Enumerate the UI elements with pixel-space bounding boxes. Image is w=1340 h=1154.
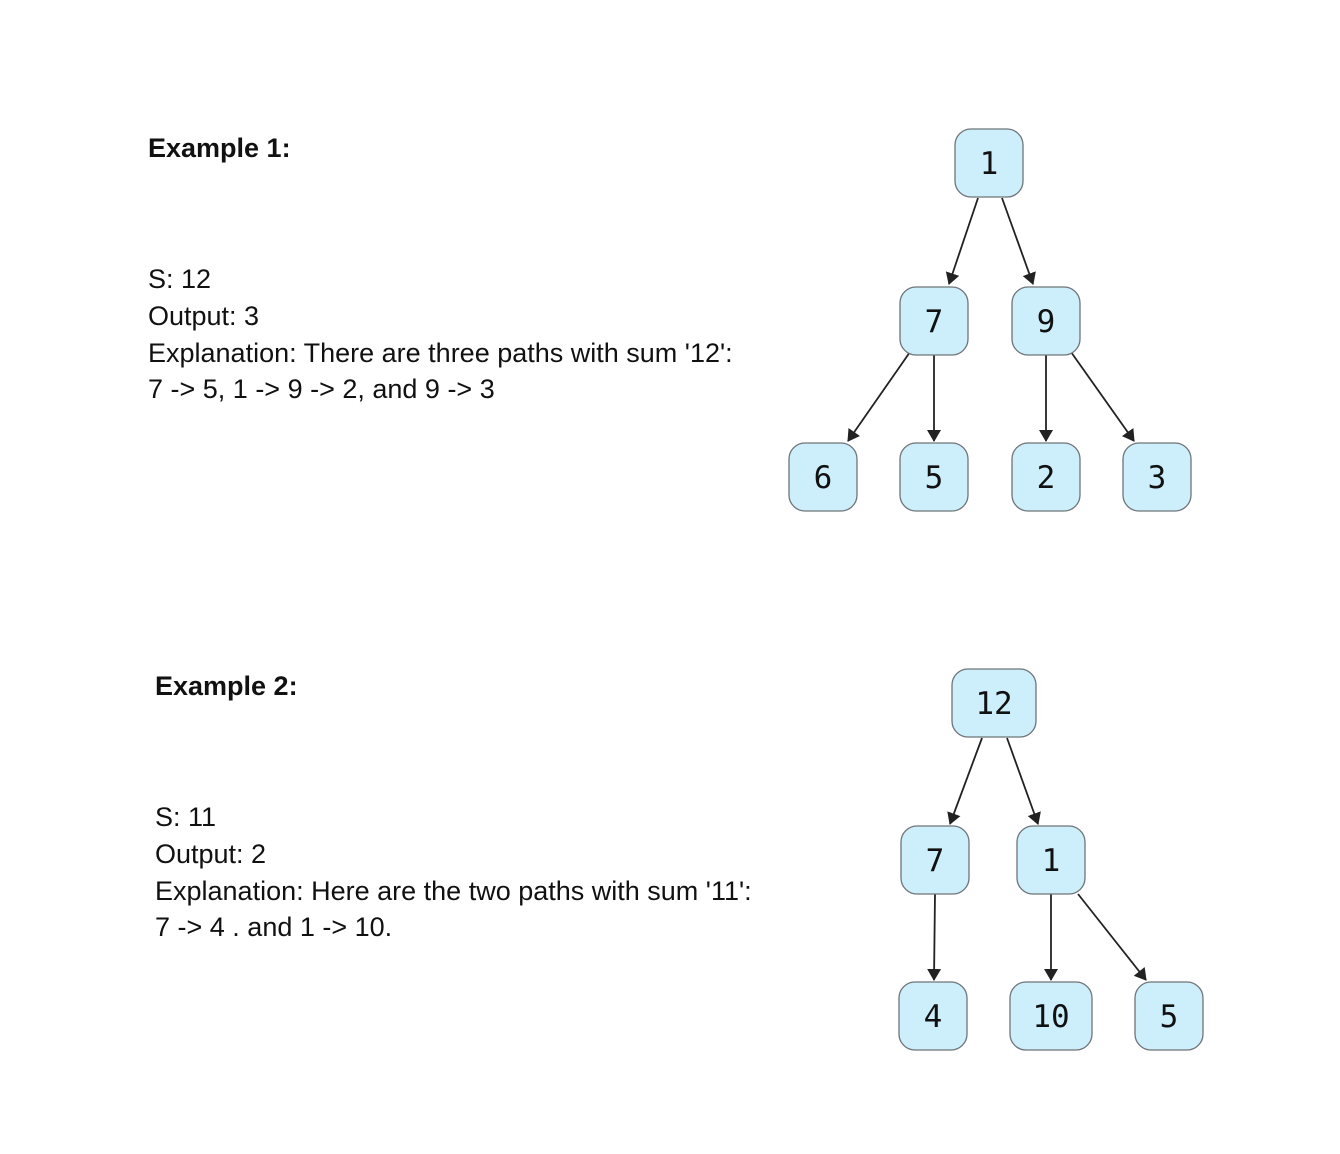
tree-node-label: 4 (924, 999, 943, 1035)
tree-node-label: 6 (814, 460, 833, 496)
tree-node-box (1122, 442, 1192, 512)
tree-node-box (898, 981, 968, 1051)
example-1-description: S: 12 Output: 3 Explanation: There are t… (148, 261, 733, 408)
tree-node-box (899, 442, 969, 512)
tree-node-box (1009, 981, 1093, 1051)
tree-node: 5 (1134, 981, 1204, 1051)
example-1-paths: 7 -> 5, 1 -> 9 -> 2, and 9 -> 3 (148, 374, 495, 404)
tree-node-label: 2 (1037, 460, 1056, 496)
tree-node-label: 1 (1042, 843, 1061, 879)
tree-node: 7 (899, 286, 969, 356)
tree-node-label: 12 (975, 686, 1012, 722)
tree-edge (1070, 351, 1135, 442)
tree-edge (927, 893, 942, 981)
tree-node: 7 (900, 825, 970, 895)
example-2-paths: 7 -> 4 . and 1 -> 10. (155, 912, 393, 942)
tree-edge (847, 351, 911, 442)
example-2-title: Example 2: (155, 671, 298, 701)
tree-node: 9 (1011, 286, 1081, 356)
example-2-description: S: 11 Output: 2 Explanation: Here are th… (155, 799, 752, 946)
tree-edge (945, 197, 979, 285)
example-2-explanation: Explanation: Here are the two paths with… (155, 876, 752, 906)
tree-node-box (951, 668, 1037, 738)
tree-node-box (900, 825, 970, 895)
tree-edge (1077, 893, 1147, 981)
tree-node: 6 (788, 442, 858, 512)
example-1-title: Example 1: (148, 133, 291, 163)
tree-node: 1 (954, 128, 1024, 198)
tree-node-box (899, 286, 969, 356)
tree-edge (1001, 197, 1036, 285)
tree-node-label: 10 (1032, 999, 1069, 1035)
tree-node: 12 (951, 668, 1037, 738)
tree-node-label: 1 (980, 146, 999, 182)
tree-node-label: 7 (926, 843, 945, 879)
tree-node-label: 5 (925, 460, 944, 496)
tree-node-box (788, 442, 858, 512)
example-2-tree: 12 7 1 4 10 5 (898, 668, 1204, 1051)
tree-node: 4 (898, 981, 968, 1051)
tree-node-label: 3 (1148, 460, 1167, 496)
tree-node: 5 (899, 442, 969, 512)
tree-node-box (1134, 981, 1204, 1051)
tree-node-box (1011, 286, 1081, 356)
tree-node-box (1016, 825, 1086, 895)
tree-node: 2 (1011, 442, 1081, 512)
example-2-sum-target: S: 11 (155, 802, 217, 832)
tree-node-label: 7 (925, 304, 944, 340)
tree-node: 1 (1016, 825, 1086, 895)
example-1-output: Output: 3 (148, 301, 260, 331)
tree-node-label: 9 (1037, 304, 1056, 340)
example-2-output: Output: 2 (155, 839, 267, 869)
tree-edge (1006, 737, 1041, 825)
tree-node: 3 (1122, 442, 1192, 512)
example-1-sum-target: S: 12 (148, 264, 212, 294)
example-1-tree: 1 7 9 6 5 2 3 (788, 128, 1192, 512)
tree-node-box (954, 128, 1024, 198)
tree-node-label: 5 (1160, 999, 1179, 1035)
example-1-explanation: Explanation: There are three paths with … (148, 338, 733, 368)
tree-node: 10 (1009, 981, 1093, 1051)
tree-node-box (1011, 442, 1081, 512)
tree-edge (947, 737, 983, 825)
